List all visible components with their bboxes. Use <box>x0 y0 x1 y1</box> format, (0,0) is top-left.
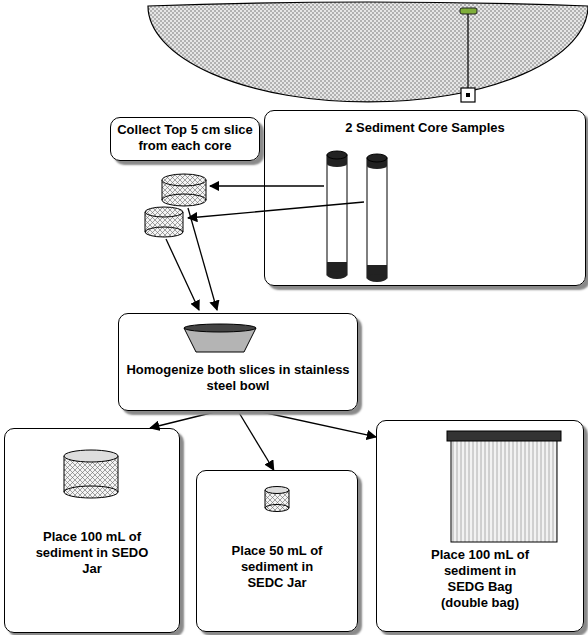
core-top <box>327 151 347 159</box>
core-tube <box>367 158 387 278</box>
container-box: Place 100 mL of sediment in SEDO Jar <box>4 428 180 633</box>
node-label: 2 Sediment Core Samples <box>275 120 575 136</box>
jar-side <box>118 456 119 492</box>
flow-arrow <box>238 411 274 470</box>
sediment-core <box>327 151 347 279</box>
node-label: Place 100 mL of sediment in SEDO Jar <box>27 529 157 577</box>
homogenize-box: Homogenize both slices in stainless stee… <box>118 313 358 411</box>
jar-bottom <box>64 486 118 498</box>
slice-top <box>145 207 183 217</box>
slice-bottom <box>145 227 183 237</box>
container-box: Place 50 mL of sediment in SEDC Jar <box>196 470 358 632</box>
jar-top <box>265 487 289 494</box>
sedo-jar <box>64 450 118 498</box>
slice-top <box>162 174 206 186</box>
container-box: Place 100 mL of sediment in SEDG Bag (do… <box>376 420 584 632</box>
jar-side <box>64 456 65 492</box>
core-bottom <box>367 274 387 282</box>
lake-body <box>148 2 588 102</box>
bag-seal <box>447 431 561 441</box>
slice-side <box>183 212 184 232</box>
slice-side <box>145 212 146 232</box>
sediment-core <box>367 154 387 282</box>
core-tube <box>327 155 347 275</box>
boat <box>460 8 477 14</box>
core-sampler <box>461 88 475 102</box>
node-label: Collect Top 5 cm slice from each core <box>115 122 255 154</box>
sedc-jar <box>265 487 289 512</box>
sediment-slice <box>162 174 206 206</box>
core-top <box>367 154 387 162</box>
flow-arrow <box>150 411 219 428</box>
node-label: Place 50 mL of sediment in SEDC Jar <box>222 543 332 591</box>
bag-body <box>451 438 557 542</box>
core-top-sediment <box>327 161 347 167</box>
slice-bottom <box>162 194 206 206</box>
jar-side <box>289 490 290 508</box>
sedg-bag <box>447 431 561 542</box>
core-sampler-mark <box>466 93 470 97</box>
transfer-arrow <box>166 239 199 310</box>
sediment-slice <box>145 207 183 237</box>
jar-bottom <box>265 505 289 512</box>
core-bottom <box>327 271 347 279</box>
node-label: Homogenize both slices in stainless stee… <box>124 362 352 394</box>
transfer-arrow <box>210 185 324 186</box>
slice-side <box>162 180 163 200</box>
step-box: Collect Top 5 cm slice from each core <box>110 117 260 161</box>
slice-side <box>206 180 207 200</box>
flow-arrow <box>257 411 376 437</box>
sampler-cable <box>467 14 468 88</box>
jar-top <box>64 450 118 462</box>
jar-side <box>265 490 266 508</box>
transfer-arrow <box>188 202 364 218</box>
node-label: Place 100 mL of sediment in SEDG Bag (do… <box>425 547 535 611</box>
steel-bowl-rim <box>184 324 256 332</box>
core-samples-box: 2 Sediment Core Samples <box>264 110 586 286</box>
core-top-sediment <box>367 163 387 169</box>
